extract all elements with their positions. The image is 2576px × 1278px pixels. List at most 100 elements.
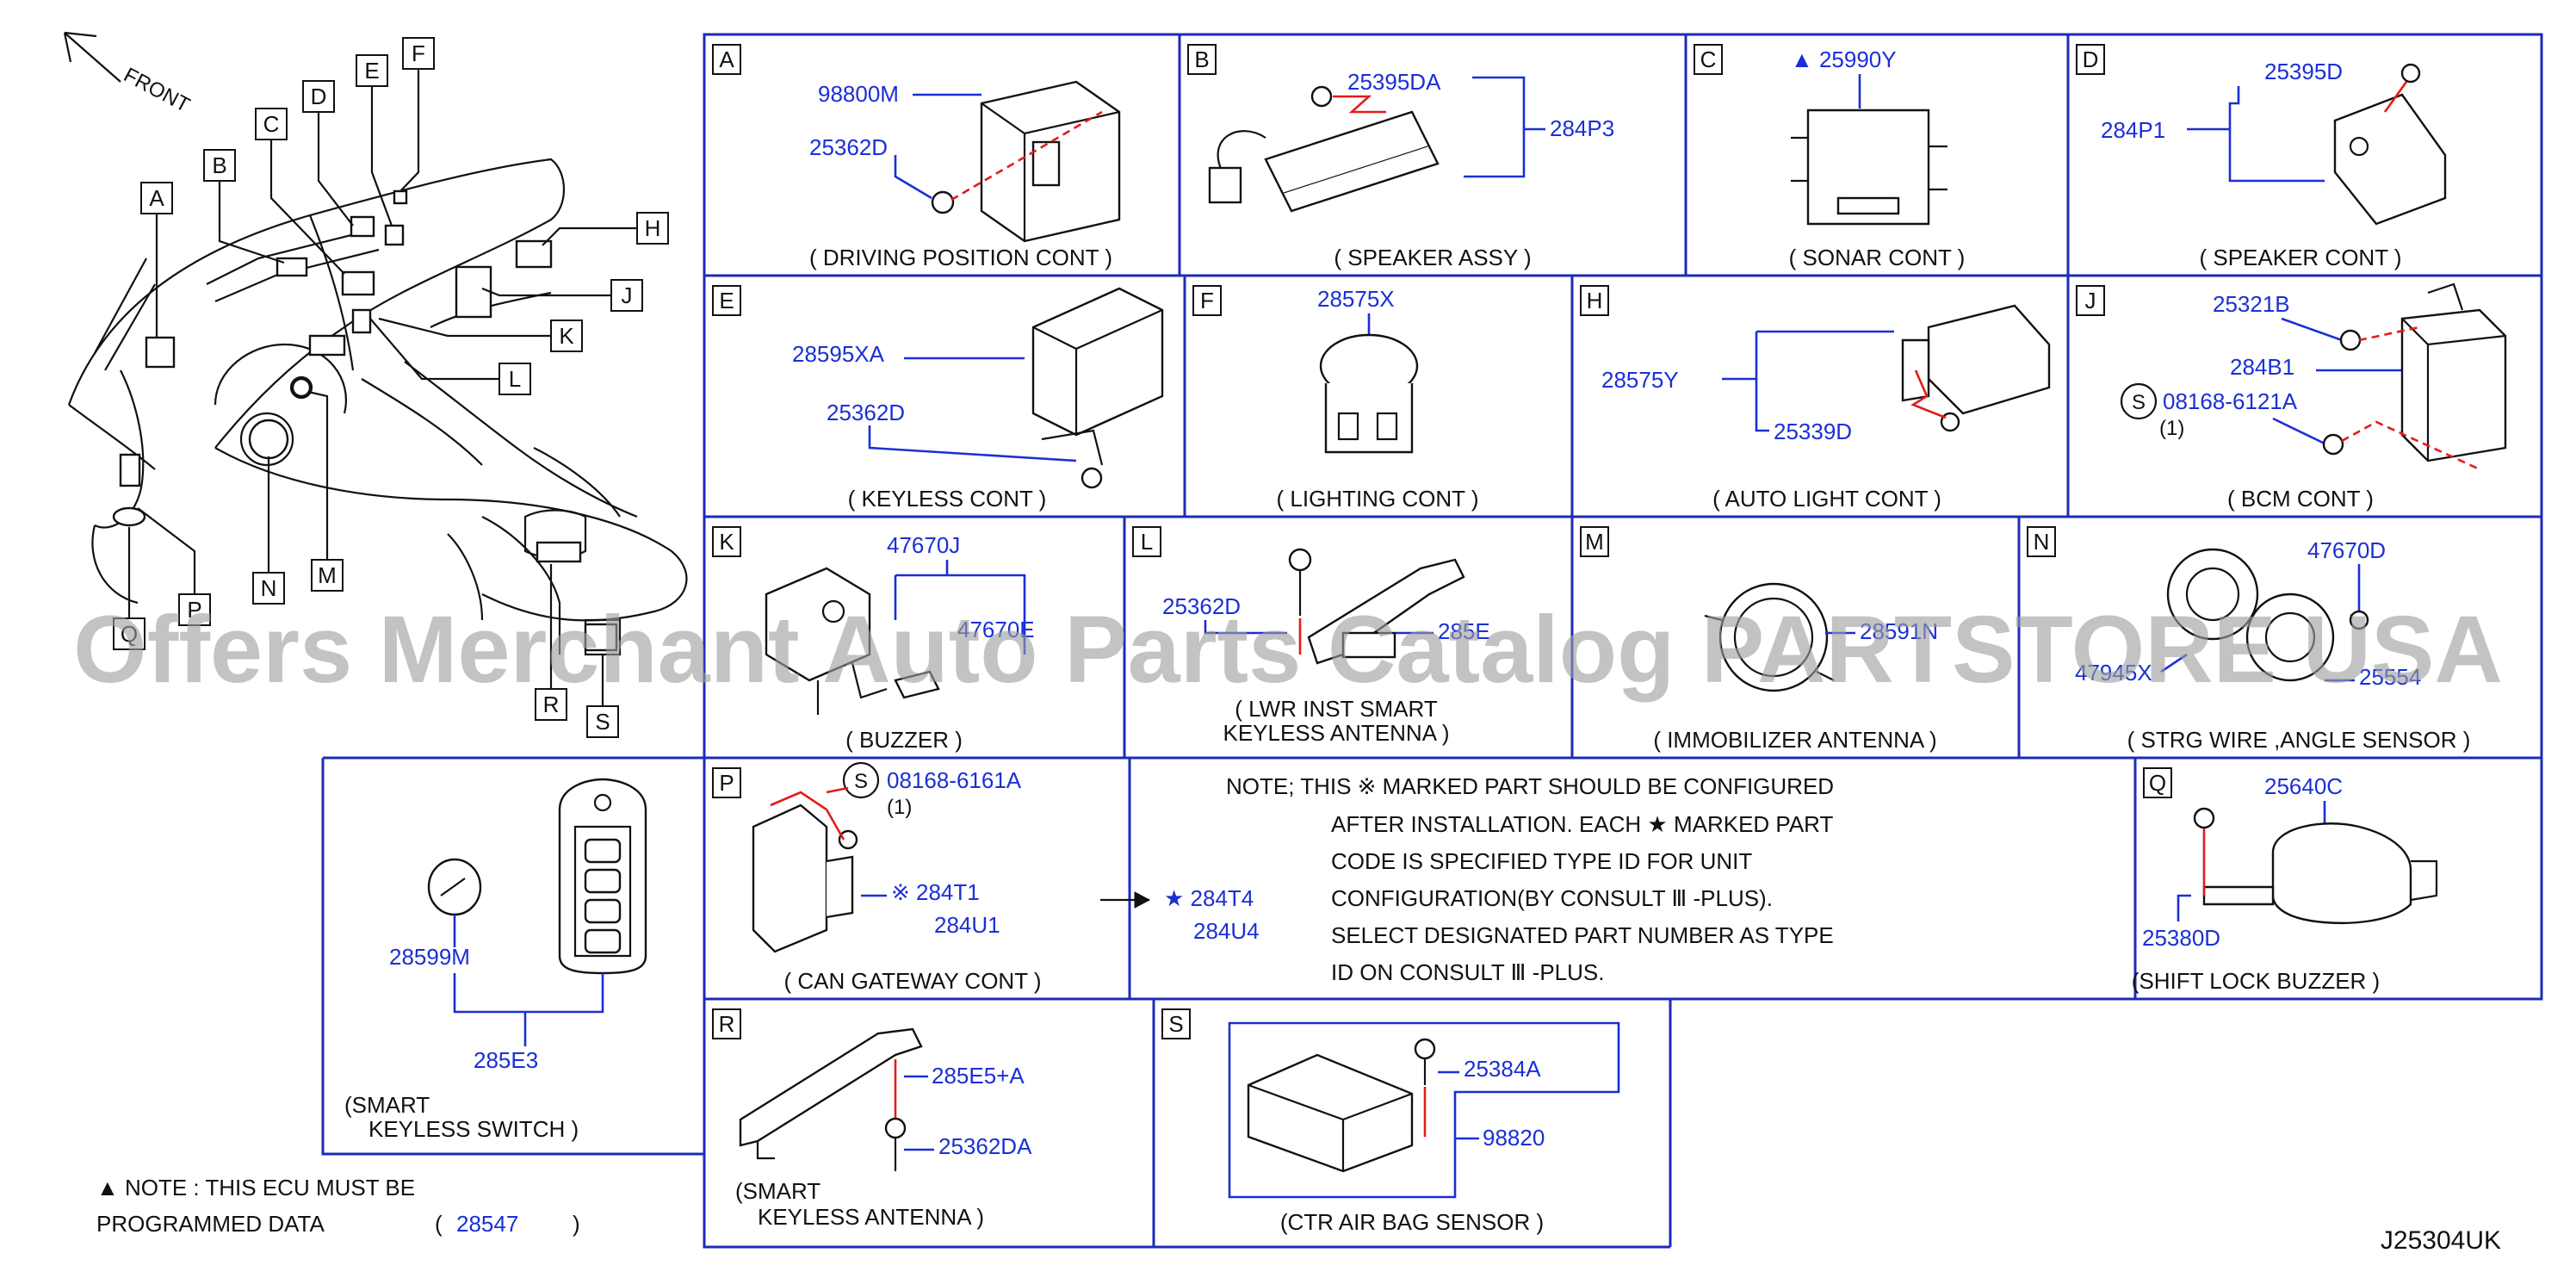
diagram-code: J25304UK: [2381, 1226, 2501, 1255]
panel-n-letter: N: [2034, 529, 2050, 555]
panel-e-part-1: 28595XA: [792, 341, 885, 367]
panel-q-letter: Q: [2149, 770, 2166, 796]
note-line-4: CONFIGURATION(BY CONSULT Ⅲ -PLUS).: [1331, 885, 1773, 911]
overview-label-d: D: [302, 80, 335, 113]
note-line-2: AFTER INSTALLATION. EACH ★ MARKED PART: [1331, 811, 1833, 837]
panel-d-title: ( SPEAKER CONT ): [2199, 245, 2401, 270]
panel-p-qty: (1): [887, 796, 912, 819]
panel-h-title: ( AUTO LIGHT CONT ): [1712, 486, 1941, 512]
panel-d-part-2: 284P1: [2101, 117, 2165, 143]
panel-k-part-1: 47670J: [887, 532, 960, 558]
panel-d-part-1: 25395D: [2264, 59, 2343, 84]
panel-a-part-2: 25362D: [809, 134, 888, 160]
overview-label-q: Q: [113, 617, 146, 650]
panel-h-part-1: 28575Y: [1601, 367, 1679, 393]
panel-d: D 25395D 284P1 ( SPEAKER CONT ): [2076, 44, 2447, 270]
panel-p-part-3: 284U1: [934, 912, 1000, 938]
configuration-note: ★ 284T4 284U4 NOTE; THIS ※ MARKED PART S…: [1100, 773, 1834, 985]
watermark: Offers Merchant Auto Parts Catalog PARTS…: [73, 597, 2503, 703]
svg-text:D: D: [311, 84, 327, 109]
overview-label-n: N: [252, 572, 285, 605]
panel-s-title: (CTR AIR BAG SENSOR ): [1280, 1209, 1544, 1235]
smart-key-fob-drawing: [558, 778, 647, 975]
panel-s-part-1: 25384A: [1464, 1056, 1541, 1082]
svg-text:S: S: [2132, 391, 2146, 414]
overview-label-e: E: [356, 54, 388, 87]
panel-r-part-2: 25362DA: [938, 1133, 1032, 1159]
panel-b-part-2: 284P3: [1550, 115, 1614, 141]
overview-label-c: C: [255, 108, 288, 140]
lighting-cont-drawing: [1319, 333, 1419, 454]
note-arrow-part-1: ★ 284T4: [1164, 885, 1254, 911]
panel-n-part-3: 25554: [2359, 664, 2421, 690]
panel-n-part-2: 47945X: [2075, 660, 2152, 686]
auto-light-cont-drawing: [1901, 304, 2051, 432]
panel-j-title: ( BCM CONT ): [2227, 486, 2374, 512]
front-label: FRONT: [120, 63, 194, 117]
smart-keyless-part-2: 285E3: [474, 1047, 538, 1073]
panel-j-qty: (1): [2159, 417, 2184, 440]
panel-b-part-1: 25395DA: [1347, 69, 1441, 95]
panel-j-letter: J: [2085, 288, 2096, 313]
panel-n-part-1: 47670D: [2307, 537, 2386, 563]
overview-leaders: [127, 69, 637, 706]
panel-r: R 285E5+A 25362DA (SMART KEYLESS ANTENNA…: [712, 1008, 1032, 1230]
panel-c: C ▲ 25990Y ( SONAR CONT ): [1694, 44, 1966, 270]
svg-text:P: P: [187, 597, 201, 623]
svg-text:A: A: [149, 185, 164, 211]
panel-l-letter: L: [1141, 529, 1153, 555]
panel-b: B 25395DA 284P3 ( SPEAKER ASSY ): [1187, 44, 1614, 270]
panel-m-title: ( IMMOBILIZER ANTENNA ): [1653, 727, 1936, 753]
panel-m-letter: M: [1585, 529, 1604, 555]
svg-text:): ): [573, 1211, 580, 1237]
overview-label-p: P: [178, 593, 211, 626]
overview-label-a: A: [140, 182, 173, 214]
driving-position-cont-drawing: [931, 80, 1121, 243]
panel-h: H 28575Y 25339D ( AUTO LIGHT CONT ): [1580, 285, 2051, 512]
panel-q-part-1: 25640C: [2264, 773, 2343, 799]
immobilizer-antenna-drawing: [1704, 582, 1835, 692]
keyless-cont-drawing: [1031, 287, 1164, 489]
ecu-note-line-1: ▲ NOTE : THIS ECU MUST BE: [96, 1175, 415, 1200]
buzzer-drawing: [765, 567, 940, 715]
smart-keyless-antenna-drawing: [739, 1027, 923, 1171]
panel-s-part-2: 98820: [1483, 1125, 1545, 1151]
svg-text:K: K: [559, 323, 574, 349]
note-line-6: ID ON CONSULT Ⅲ -PLUS.: [1331, 959, 1604, 985]
ecu-program-note: ▲ NOTE : THIS ECU MUST BE PROGRAMMED DAT…: [96, 1175, 580, 1237]
panel-l: L 25362D 285E ( LWR INST SMART KEYLESS A…: [1132, 526, 1490, 746]
overview-label-f: F: [402, 37, 435, 70]
coin-battery-drawing: [427, 858, 482, 916]
svg-text:S: S: [595, 709, 610, 735]
panel-e-letter: E: [719, 288, 734, 313]
note-line-1: NOTE; THIS ※ MARKED PART SHOULD BE CONFI…: [1226, 773, 1834, 799]
panel-l-part-1: 25362D: [1162, 593, 1241, 619]
panel-h-letter: H: [1587, 288, 1603, 313]
overview-label-b: B: [203, 149, 236, 182]
panel-k-title: ( BUZZER ): [845, 727, 963, 753]
overview-label-k: K: [550, 320, 583, 352]
panel-a: A 98800M 25362D ( DRIVING POSITION CONT …: [712, 44, 1121, 270]
panel-a-part-1: 98800M: [818, 81, 899, 107]
panel-q-part-2: 25380D: [2142, 925, 2220, 951]
sonar-cont-drawing: [1791, 109, 1947, 226]
svg-text:S: S: [854, 770, 868, 793]
panel-b-letter: B: [1194, 47, 1209, 72]
overview-label-j: J: [610, 279, 643, 312]
panel-c-title: ( SONAR CONT ): [1789, 245, 1966, 270]
svg-text:N: N: [261, 575, 277, 601]
panel-q-title: (SHIFT LOCK BUZZER ): [2132, 968, 2380, 994]
panel-h-part-2: 25339D: [1774, 419, 1852, 444]
bcm-cont-drawing: [2322, 282, 2507, 462]
panel-r-part-1: 285E5+A: [932, 1063, 1025, 1089]
svg-text:R: R: [543, 692, 560, 717]
speaker-assy-drawing: [1208, 85, 1440, 213]
panel-q: Q 25640C 25380D (SHIFT LOCK BUZZER ): [2132, 767, 2438, 994]
panel-l-title-2: KEYLESS ANTENNA ): [1223, 720, 1450, 746]
svg-text:C: C: [263, 111, 280, 137]
panel-j-part-1: 25321B: [2213, 291, 2290, 317]
note-arrow-part-2: 284U4: [1193, 918, 1260, 944]
panel-l-title: ( LWR INST SMART: [1235, 696, 1438, 722]
panel-c-letter: C: [1700, 47, 1717, 72]
